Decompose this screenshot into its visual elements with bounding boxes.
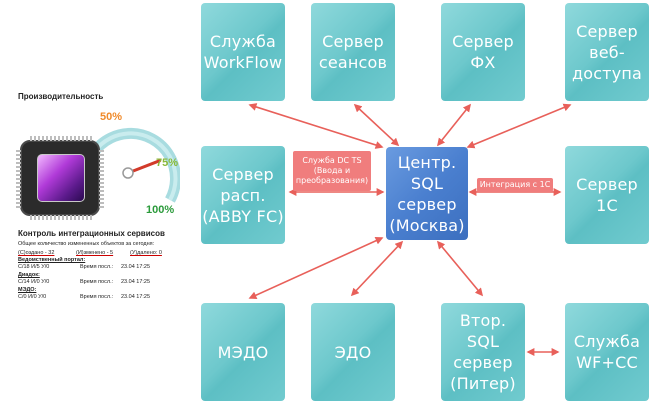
arrow-fx-central <box>437 103 471 147</box>
section-time: 23.04 17:25 <box>121 279 151 285</box>
arrow-central-medo <box>248 237 384 299</box>
arrow-sessions-central <box>353 103 400 147</box>
performance-title: Производительность <box>18 92 104 101</box>
node-label: Сервер 1С <box>576 175 638 215</box>
node-label: Центр. SQL сервер (Москва) <box>389 152 465 235</box>
node-label: Служба WF+CC <box>573 332 641 372</box>
gauge-hub <box>122 167 134 179</box>
node-fx-server[interactable]: Сервер ФХ <box>441 3 525 101</box>
section-counts: С/14 И/0 У/0 <box>18 279 50 285</box>
section-time: 23.04 17:25 <box>121 264 151 270</box>
node-secondary-sql-server[interactable]: Втор. SQL сервер (Питер) <box>441 303 525 401</box>
node-workflow-service[interactable]: Служба WorkFlow <box>201 3 285 101</box>
section-title: Ведомственный портал: <box>18 257 86 263</box>
node-central-sql-server[interactable]: Центр. SQL сервер (Москва) <box>386 147 468 240</box>
section-counts: С/0 И/0 У/0 <box>18 294 47 300</box>
arrow-central-edo <box>350 240 404 297</box>
section-counts: С/18 И/5 У/0 <box>18 264 50 270</box>
section-time-label: Время посл.: <box>80 294 114 300</box>
section-title: Диадок: <box>18 272 40 278</box>
node-label: Служба WorkFlow <box>203 32 283 72</box>
arrow-webaccess-central <box>466 103 572 149</box>
label-1c-integration: Интеграция с 1С <box>477 178 553 192</box>
created-count: (С)оздано - 32 <box>18 250 55 256</box>
node-edo[interactable]: ЭДО <box>311 303 395 401</box>
node-1c-server[interactable]: Сервер 1С <box>565 146 649 244</box>
node-label: МЭДО <box>217 342 269 362</box>
label-dcts-service: Служба DC TS (Ввода и преобразования) <box>293 151 371 191</box>
arrow-central-secondary <box>436 240 484 297</box>
section-time-label: Время посл.: <box>80 279 114 285</box>
gauge-label-50: 50% <box>100 111 123 123</box>
node-abby-server[interactable]: Сервер расп. (ABBY FC) <box>201 146 285 244</box>
node-label: Сервер ФХ <box>452 32 514 72</box>
node-session-server[interactable]: Сервер сеансов <box>311 3 395 101</box>
node-medo[interactable]: МЭДО <box>201 303 285 401</box>
node-wfcc-service[interactable]: Служба WF+CC <box>565 303 649 401</box>
label-text: Служба DC TS (Ввода и преобразования) <box>295 156 369 185</box>
label-text: Интеграция с 1С <box>479 180 551 189</box>
changed-count: (И)зменено - 5 <box>76 250 114 256</box>
gauge-label-75: 75% <box>156 157 179 169</box>
node-label: Сервер сеансов <box>318 32 388 72</box>
node-label: Втор. SQL сервер (Питер) <box>450 311 516 393</box>
cpu-chip-icon <box>16 136 104 220</box>
control-title: Контроль интеграционных сервисов <box>18 229 165 238</box>
deleted-count: (У)далено: 0 <box>130 250 162 256</box>
node-label: Сервер расп. (ABBY FC) <box>202 164 284 226</box>
node-label: Сервер веб- доступа <box>571 21 643 83</box>
node-webaccess-server[interactable]: Сервер веб- доступа <box>565 3 649 101</box>
summary-line: Общее количество измененных объектов за … <box>18 241 155 247</box>
section-time-label: Время посл.: <box>80 264 114 270</box>
node-label: ЭДО <box>334 342 372 362</box>
gauge-label-100: 100% <box>146 204 175 216</box>
section-time: 23.04 17:25 <box>121 294 151 300</box>
section-title: МЭДО: <box>18 287 37 293</box>
